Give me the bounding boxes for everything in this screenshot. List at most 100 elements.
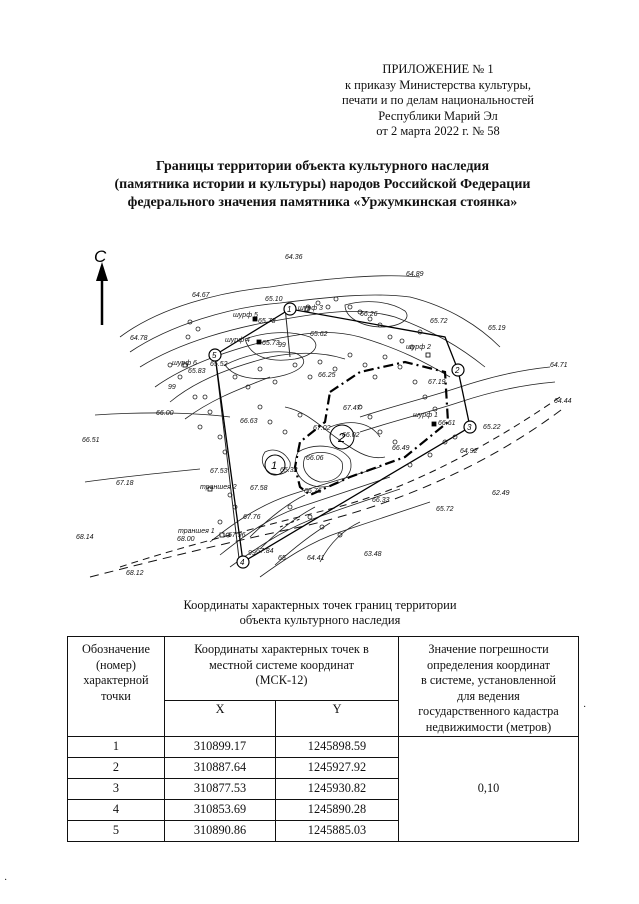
table-row: 3 310877.53 1245930.82 [67, 778, 579, 800]
header-line: (номер) [95, 657, 137, 672]
contour-label: 99 [168, 384, 176, 391]
caption-line: объекта культурного наследия [239, 613, 401, 627]
appendix-block: ПРИЛОЖЕНИЕ № 1 к приказу Министерства ку… [323, 62, 553, 140]
header-line: Координаты характерных точек в [194, 642, 369, 656]
pit-label: шурф 4 [225, 337, 250, 344]
zone-boundary [293, 360, 450, 497]
elevation-mark: 67.18 [116, 480, 134, 487]
coord-x: 310890.86 [163, 820, 277, 842]
zone-1-label: 1 [271, 460, 277, 472]
header-line: в системе, установленной [420, 673, 557, 687]
pit-label: шурф 3 [298, 305, 323, 312]
header-point-name: Обозначение (номер) характерной точки [67, 636, 165, 737]
coord-y: 1245930.82 [275, 778, 399, 800]
elevation-mark: 65.72 [436, 506, 454, 513]
contour-label: 99 [278, 342, 286, 349]
elevation-mark: 66.61 [438, 420, 456, 427]
pit-label: траншея 2 [200, 484, 237, 491]
title-line: Границы территории объекта культурного н… [155, 159, 490, 174]
elevation-mark: 65.19 [488, 325, 506, 332]
table-caption: Координаты характерных точек границ терр… [120, 598, 520, 628]
margin-dot: · [583, 702, 587, 713]
point-number: 1 [67, 736, 165, 758]
pit-label: шурф 6 [172, 360, 197, 367]
appendix-title: ПРИЛОЖЕНИЕ № 1 [382, 62, 494, 76]
margin-dot: · [4, 875, 8, 886]
contour-labels: 99 99 99 65 [168, 342, 286, 562]
coord-y: 1245898.59 [275, 736, 399, 758]
vegetation-symbols [167, 296, 458, 538]
elevation-mark: 62.49 [492, 490, 510, 497]
coord-x: 310899.17 [163, 736, 277, 758]
coord-x: 310853.69 [163, 799, 277, 821]
elevation-mark: 66.51 [82, 437, 100, 444]
elevation-mark: 68.14 [76, 534, 94, 541]
point-1-label: 1 [287, 305, 291, 314]
elevation-mark: 67.47 [343, 405, 362, 412]
elevation-mark: 67.84 [256, 548, 274, 555]
elevation-mark: 66.49 [392, 445, 410, 452]
appendix-line: к приказу Министерства культуры, [344, 77, 532, 92]
header-line: точки [101, 688, 131, 703]
elevation-mark: 65.22 [483, 424, 501, 431]
coord-y: 1245885.03 [275, 820, 399, 842]
elevation-mark: 67.96 [228, 532, 246, 539]
coord-y: 1245890.28 [275, 799, 399, 821]
header-x: X [163, 700, 277, 737]
pit-label: шурф 1 [413, 412, 438, 419]
elevation-mark: 67.58 [250, 485, 268, 492]
point-number: 2 [67, 757, 165, 779]
elevation-mark: 64.78 [130, 335, 148, 342]
elevation-mark: 65.72 [430, 318, 448, 325]
elevation-mark: 64.36 [285, 254, 303, 261]
document-title: Границы территории объекта культурного н… [60, 158, 585, 212]
header-error: Значение погрешности определения координ… [398, 636, 579, 737]
table-row: 1 310899.17 1245898.59 0,10 [67, 736, 579, 842]
point-4-label: 4 [240, 558, 245, 567]
elevation-mark: 64.41 [307, 555, 325, 562]
header-line: недвижимости (метров) [425, 719, 552, 734]
elevation-mark: 64.67 [192, 292, 211, 299]
pit-label: шурф 5 [233, 312, 258, 319]
elevation-mark: 66.63 [240, 418, 258, 425]
elevation-mark: 66.00 [156, 410, 174, 417]
elevation-mark: 66.33 [372, 497, 390, 504]
elevation-mark: 65.52 [210, 361, 228, 368]
characteristic-points: 1 2 3 4 5 [208, 302, 477, 569]
north-arrow: С [94, 247, 108, 325]
zones: 2 1 [264, 424, 355, 476]
caption-line: Координаты характерных точек границ терр… [183, 598, 457, 612]
point-2-label: 2 [454, 366, 460, 375]
point-number: 5 [67, 820, 165, 842]
appendix-date: от 2 марта 2022 г. № 58 [376, 124, 500, 138]
header-line: для ведения [457, 688, 520, 703]
elevation-mark: 68.12 [126, 570, 144, 577]
north-label: С [94, 247, 107, 266]
table-subheader-row: X Y [68, 700, 579, 737]
point-3-label: 3 [467, 423, 472, 432]
contour-label: 65 [278, 555, 286, 562]
header-y: Y [275, 700, 399, 737]
elevation-mark: 63.48 [364, 551, 382, 558]
point-number: 3 [67, 778, 165, 800]
header-line: местной системе координат [209, 657, 354, 672]
elevation-mark: 64.89 [406, 271, 424, 278]
header-line: Обозначение [82, 642, 150, 656]
elevation-mark: 64.44 [554, 398, 572, 405]
coord-y: 1245927.92 [275, 757, 399, 779]
elevation-mark: 66.02 [342, 432, 360, 439]
header-line: государственного кадастра [418, 704, 559, 718]
elevation-mark: 64.71 [550, 362, 568, 369]
point-number: 4 [67, 799, 165, 821]
title-line: федерального значения памятника «Уржумки… [127, 195, 518, 210]
elevation-mark: 66.06 [306, 455, 324, 462]
elevation-mark: 65.83 [188, 368, 206, 375]
site-plan-map: С [76, 247, 572, 578]
header-line: Значение погрешности [428, 642, 549, 656]
appendix-line: печати и по делам национальностей [342, 93, 534, 107]
elevation-mark: 65.73 [262, 340, 280, 347]
elevation-mark: 65.32 [280, 467, 298, 474]
table-row: 5 310890.86 1245885.03 [67, 820, 579, 842]
elevation-mark: 65.73 [258, 318, 276, 325]
elevation-mark: 64.92 [460, 448, 478, 455]
